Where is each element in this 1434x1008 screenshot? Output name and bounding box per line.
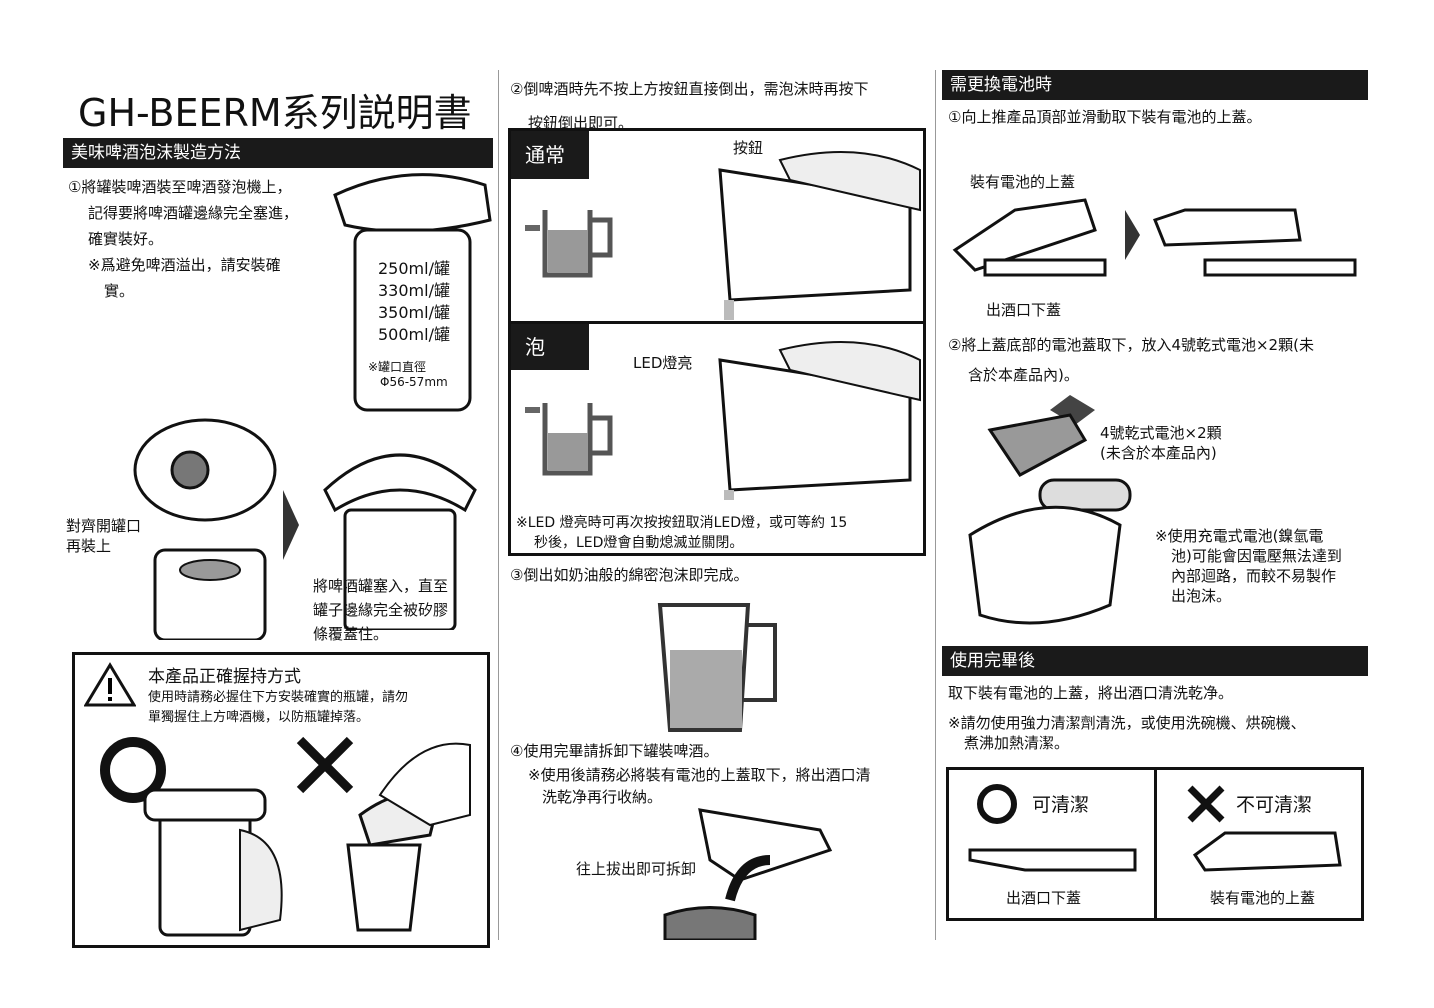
slide-cover-illustration [952,198,1357,277]
grip-text: 使用時請務必握住下方安裝確實的瓶罐，請勿單獨握住上方啤酒機，以防瓶罐掉落。 [148,690,409,725]
foam-mode-tag: 泡 [511,324,589,370]
column-divider [498,70,499,940]
align-can-illustration [133,418,277,640]
step2-text: ②倒啤酒時先不按上方按鈕直接倒出，需泡沫時再按下按鈕倒出即可。 [510,80,869,132]
spout-label: 出酒口下蓋 [986,301,1062,319]
section-title: 美味啤酒泡沫製造方法 [63,138,493,168]
mode-divider [510,321,924,324]
battery-section-title: 需更換電池時 [942,70,1368,100]
led-label: LED燈亮 [633,354,693,372]
step4-note: ※使用後請務必將裝有電池的上蓋取下，將出酒口清洗乾净再行收納。 [528,766,871,806]
align-label: 對齊開罐口再裝上 [66,517,142,555]
wrong-grip-illustration [346,742,471,932]
after-use-section-title: 使用完畢後 [942,646,1368,676]
battery-step2: ②將上蓋底部的電池蓋取下，放入4號乾式電池×2顆(未含於本產品內)。 [948,336,1314,384]
after-use-note: ※請勿使用強力清潔劑清洗，或使用洗碗機、烘碗機、煮沸加熱清潔。 [948,714,1306,752]
correct-grip-illustration [143,788,283,937]
battery-label: 4號乾式電池×2顆(未含於本產品內) [1100,424,1222,462]
beer-foamer-on-can-illustration [333,173,492,412]
wrong-cross-icon [296,736,354,794]
spout-cover-illustration [968,848,1137,872]
button-label: 按鈕 [733,139,764,157]
pouring-normal-illustration [718,151,921,320]
normal-mode-tag: 通常 [511,131,589,179]
battery-note: ※使用充電式電池(鎳氫電池)可能會因電壓無法達到內部迴路，而較不易製作出泡沫。 [1155,527,1342,605]
not-washable-label: 不可清潔 [1236,794,1313,816]
washable-circle-icon [977,784,1017,824]
after-use-text: 取下裝有電池的上蓋，將出酒口清洗乾净。 [948,684,1234,702]
grip-box [72,652,490,948]
remove-cover-illustration [663,808,833,940]
page-title: GH-BEERM系列説明書 [78,91,472,135]
pour-modes-box [508,128,926,556]
step3-text: ③倒出如奶油般的綿密泡沫即完成。 [510,566,749,584]
insert-label: 將啤酒罐塞入，直至罐子邊緣完全被矽膠條覆蓋住。 [313,577,449,643]
foam-glass-icon [525,403,613,476]
battery-step1: ①向上推產品頂部並滑動取下裝有電池的上蓋。 [948,108,1262,126]
battery-cover-illustration [1192,831,1342,872]
insert-can-illustration [323,453,477,630]
pull-label: 往上拔出即可拆卸 [576,860,697,878]
pouring-foam-illustration [718,341,921,500]
grip-title: 本產品正確握持方式 [148,667,301,687]
washable-label: 可清潔 [1032,794,1090,816]
foam-beer-mug-illustration [657,603,777,732]
washable-part-label: 出酒口下蓋 [1006,889,1082,907]
normal-glass-icon [525,210,613,278]
not-washable-part-label: 裝有電池的上蓋 [1210,889,1316,907]
cleaning-table-divider [1154,767,1157,921]
step1-text: ①將罐裝啤酒裝至啤酒發泡機上， 記得要將啤酒罐邊緣完全塞進， 確實裝好。 ※爲避… [68,178,299,300]
warning-icon [84,662,136,707]
step4-text: ④使用完畢請拆卸下罐裝啤酒。 [510,742,719,760]
arrow-right-icon [283,490,299,560]
battery-insert-illustration [968,395,1132,625]
top-cover-label: 裝有電池的上蓋 [970,173,1076,191]
not-washable-cross-icon [1187,785,1225,823]
correct-circle-icon [100,737,166,803]
column-divider [935,70,936,940]
